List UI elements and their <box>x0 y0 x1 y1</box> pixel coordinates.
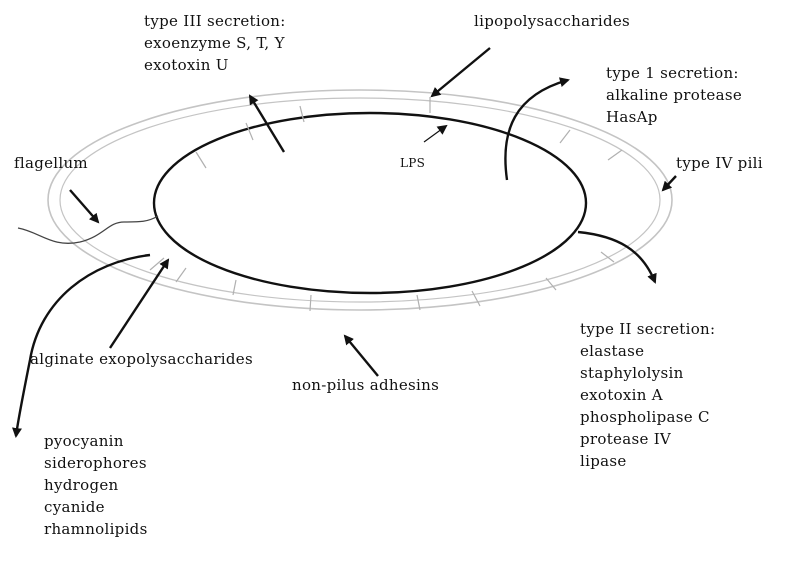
lipopolysaccharides-label: lipopolysaccharides <box>474 10 630 32</box>
type1-secretion-label: type 1 secretion: alkaline protease HasA… <box>606 62 742 128</box>
type1-title: type 1 secretion: <box>606 62 742 84</box>
alginate-label: alginate exopolysaccharides <box>30 348 253 370</box>
type2-item: elastase <box>580 340 715 362</box>
secreted-item: pyocyanin <box>44 430 148 452</box>
secreted-item: rhamnolipids <box>44 518 148 540</box>
type1-item: HasAp <box>606 106 742 128</box>
secreted-arrow <box>16 255 150 436</box>
secreted-item: siderophores <box>44 452 148 474</box>
type1-item: alkaline protease <box>606 84 742 106</box>
type3-title: type III secretion: <box>144 10 286 32</box>
inner-membrane <box>154 113 586 293</box>
type3-item: exoenzyme S, T, Y <box>144 32 286 54</box>
secreted-item: hydrogen <box>44 474 148 496</box>
type2-item: phospholipase C <box>580 406 715 428</box>
lps-label: LPS <box>400 152 425 174</box>
type2-secretion-label: type II secretion: elastase staphylolysi… <box>580 318 715 472</box>
type3-secretion-label: type III secretion: exoenzyme S, T, Y ex… <box>144 10 286 76</box>
lps-arrow <box>424 126 446 142</box>
secreted-factors-label: pyocyanin siderophores hydrogen cyanide … <box>44 430 148 540</box>
type2-item: lipase <box>580 450 715 472</box>
type2-item: staphylolysin <box>580 362 715 384</box>
type2-item: exotoxin A <box>580 384 715 406</box>
lipopolysaccharides-arrow <box>432 48 490 96</box>
type2-title: type II secretion: <box>580 318 715 340</box>
type4-pili-label: type IV pili <box>676 152 763 174</box>
flagellum-arrow <box>70 190 98 222</box>
non-pilus-adhesins-label: non-pilus adhesins <box>292 374 439 396</box>
type2-item: protease IV <box>580 428 715 450</box>
flagellum-shape <box>18 216 158 243</box>
type3-arrow <box>250 96 284 152</box>
outer-membrane-inner <box>60 98 660 302</box>
flagellum-label: flagellum <box>14 152 88 174</box>
type3-item: exotoxin U <box>144 54 286 76</box>
alginate-arrow <box>110 260 168 348</box>
type1-arrow <box>505 80 568 180</box>
outer-membrane <box>48 90 672 310</box>
secreted-item: cyanide <box>44 496 148 518</box>
non-pilus-arrow <box>345 336 378 376</box>
